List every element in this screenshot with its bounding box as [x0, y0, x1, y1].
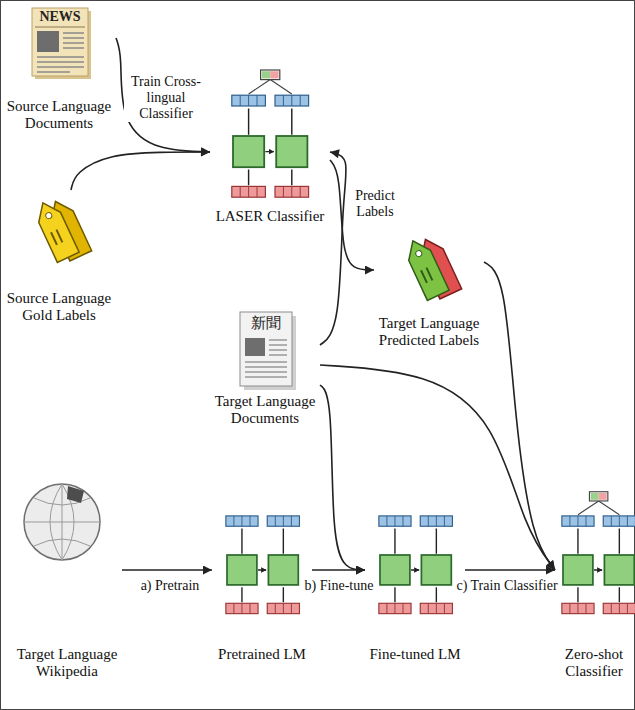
classifier-network — [562, 492, 635, 614]
node-label: Zero-shot Classifier — [557, 646, 631, 681]
wikipedia-globe — [24, 484, 100, 560]
lm-network — [379, 516, 453, 614]
icon-space — [557, 486, 631, 646]
header-rule — [35, 27, 85, 28]
node-label: Source Language Gold Labels — [4, 290, 114, 325]
node-box: LASER Classifier — [210, 66, 330, 230]
tag-hole — [45, 212, 53, 220]
edge-label: c) Train Classifier — [455, 578, 558, 594]
connector-arrow — [320, 152, 346, 345]
icon-space — [4, 190, 114, 290]
edge-label: Predict Labels — [347, 188, 403, 220]
connector-arrow — [116, 38, 210, 152]
node-label: Pretrained LM — [214, 646, 310, 663]
icon-space — [214, 486, 310, 646]
tag-stripes — [51, 230, 62, 245]
node-box: Fine-tuned LM — [365, 486, 465, 668]
edge-label: Train Cross-lingual Classifier — [124, 74, 208, 122]
node-box: Pretrained LM — [212, 486, 312, 668]
tag-icon — [32, 193, 92, 266]
node-box: Target Language Predicted Labels — [374, 235, 484, 354]
laser-network — [232, 70, 309, 197]
globe-missing-piece — [67, 486, 84, 503]
tag-stripes — [421, 268, 432, 283]
tag-icon — [402, 231, 462, 304]
icon-text: NEWS — [32, 9, 88, 26]
text-lines — [245, 340, 287, 377]
network-cells — [232, 95, 309, 197]
globe-seams — [24, 484, 100, 560]
photo-block — [245, 338, 265, 356]
node-box: Source Language Gold Labels — [2, 190, 116, 329]
connector-arrow — [320, 385, 365, 570]
tag-hole — [415, 250, 423, 258]
network-cells — [226, 516, 300, 614]
network-cells — [562, 516, 635, 614]
node-label: Source Language Documents — [4, 98, 114, 133]
connector-arrow — [465, 569, 555, 571]
node-label: Target Language Documents — [212, 393, 318, 428]
icon-space — [14, 478, 120, 646]
classifier-head — [249, 70, 292, 94]
classifier-head — [578, 492, 619, 515]
node-box: Zero-shot Classifier — [555, 486, 633, 685]
newspaper-icon — [240, 312, 292, 386]
node-label: Target Language Predicted Labels — [376, 315, 482, 350]
edge-label: b) Fine-tune — [304, 578, 375, 594]
network-cells — [379, 516, 453, 614]
tag-front — [32, 198, 79, 263]
connector-arrow — [312, 569, 365, 571]
connector-arrow — [484, 262, 555, 570]
connector-arrow — [320, 365, 555, 570]
node-box: Target Language Wikipedia — [12, 478, 122, 685]
node-label: LASER Classifier — [212, 208, 328, 225]
connectors — [71, 38, 555, 570]
text-lines — [37, 33, 84, 72]
edge-label: a) Pretrain — [140, 578, 201, 594]
icon-space — [376, 235, 482, 315]
connector-arrow — [71, 152, 210, 190]
lm-network — [226, 516, 300, 614]
icon-space — [367, 486, 463, 646]
tag-front — [402, 236, 449, 301]
node-label: Fine-tuned LM — [367, 646, 463, 663]
photo-block — [37, 31, 59, 52]
node-label: Target Language Wikipedia — [14, 646, 120, 681]
connector-arrow — [122, 569, 212, 571]
icon-space — [212, 66, 328, 208]
icon-text: 新聞 — [240, 314, 292, 332]
newspaper-icon — [32, 8, 88, 76]
